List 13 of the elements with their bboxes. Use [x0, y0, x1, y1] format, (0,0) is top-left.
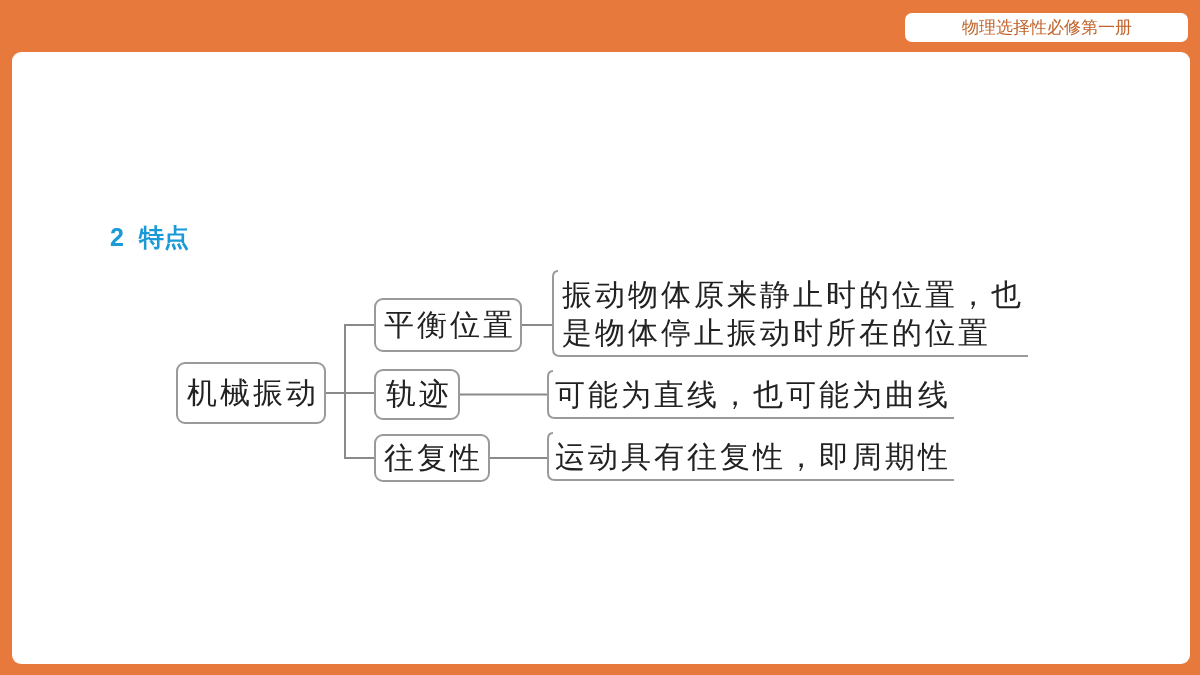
bracketed-note: 可能为直线，也可能为曲线 — [547, 370, 954, 419]
bracketed-note: 运动具有往复性，即周期性 — [547, 432, 954, 481]
connector-line — [325, 392, 375, 459]
bracketed-note: 振动物体原来静止时的位置，也是物体停止振动时所在的位置 — [552, 270, 1028, 357]
topic-box: 往复性 — [374, 434, 490, 482]
section-heading: 2 特点 — [110, 222, 189, 253]
connector-line — [489, 457, 548, 459]
connector-line — [521, 324, 553, 326]
topic-box: 机械振动 — [176, 362, 326, 424]
header-tab: 物理选择性必修第一册 — [905, 13, 1188, 42]
connector-line — [459, 393, 548, 396]
topic-box: 平衡位置 — [374, 298, 522, 352]
topic-box: 轨迹 — [374, 369, 460, 420]
